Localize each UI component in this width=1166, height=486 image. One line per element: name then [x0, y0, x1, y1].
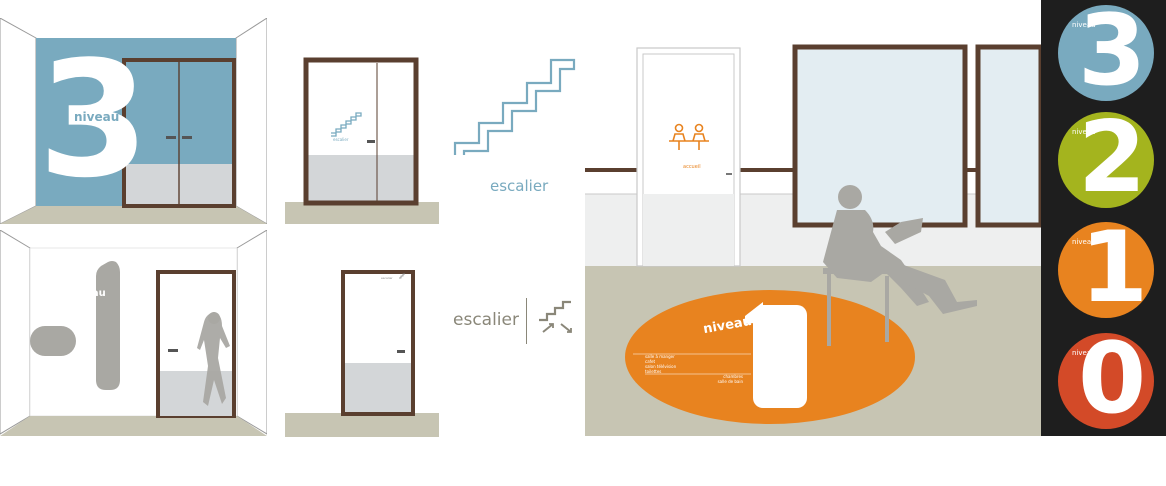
grey-bar-shape [30, 326, 76, 356]
level-disc-2: 2 niveau [1058, 112, 1154, 208]
level-word: niveau [74, 110, 120, 124]
reception-icon [669, 123, 709, 150]
panel-niveau-1-drawing [0, 230, 267, 436]
stairs-icon [399, 273, 405, 279]
disc-word: niveau [1072, 238, 1096, 246]
door-frame [341, 270, 415, 416]
panel-niveau-3: 3 niveau [0, 18, 267, 224]
disc-word: niveau [1072, 21, 1096, 29]
walking-person-silhouette [197, 312, 230, 406]
floor-list-item: chambres [723, 374, 743, 379]
door-handle [168, 349, 178, 352]
grey-number-one [96, 261, 120, 390]
stairs-divider [526, 298, 527, 344]
small-label: escalier [381, 276, 393, 280]
disc-number: 3 [1078, 5, 1147, 101]
panel-door-stairs: escalier [285, 55, 439, 224]
floor-number-one [753, 305, 807, 408]
door-handle [726, 173, 732, 175]
floor-list-item: salon télévision [645, 364, 677, 369]
panel-niveau-3-drawing [0, 18, 267, 224]
floor-list-item: toilettes [645, 369, 662, 374]
floor-list-item: salle à manger [645, 354, 675, 359]
door-sign-label: accueil [683, 164, 701, 170]
window [975, 44, 1041, 228]
door-handle [397, 350, 405, 353]
floor-list-item: salle de bain [717, 379, 743, 384]
stairs-direction-icon [539, 300, 572, 333]
stairs-icon [331, 112, 362, 137]
stairs-label-grey: escalier [453, 310, 519, 330]
stairs-label-blue: escalier [490, 177, 549, 195]
disc-word: niveau [1072, 128, 1096, 136]
floor [0, 416, 267, 436]
small-label: escalier [333, 137, 349, 142]
floor-list-1: salle à manger cafet salon télévision to… [645, 354, 676, 374]
door-handle [166, 136, 176, 139]
level-disc-0: 0 niveau [1058, 333, 1154, 429]
door-handle [367, 140, 375, 143]
floor [0, 206, 267, 224]
floor-list-2: chambres salle de bain [703, 374, 743, 384]
room-scene-drawing [585, 0, 1041, 436]
door-frame [303, 57, 419, 206]
wainscot [126, 164, 234, 206]
level-disc-3: 3 niveau [1058, 5, 1154, 101]
level-word: niveau [68, 288, 106, 299]
disc-number: 0 [1078, 333, 1147, 429]
seated-person-silhouette [823, 185, 977, 346]
disc-number: 1 [1080, 222, 1149, 318]
level-disc-1: 1 niveau [1058, 222, 1154, 318]
panel-door-stairs-drawing [285, 57, 439, 224]
window [792, 44, 968, 228]
level-discs-strip: 3 niveau 2 niveau 1 niveau 0 niveau [1041, 0, 1166, 436]
floor-list-item: cafet [645, 359, 656, 364]
level-number-3: 3 [38, 26, 150, 213]
disc-number: 2 [1078, 112, 1147, 208]
room-scene: accueil niveau salle à manger cafet salo… [585, 0, 1041, 436]
panel-door-plain-drawing [285, 270, 439, 437]
panel-niveau-1: niveau [0, 230, 267, 436]
large-stairs-icon [453, 58, 576, 155]
disc-word: niveau [1072, 349, 1096, 357]
panel-door-plain: escalier [285, 268, 439, 437]
